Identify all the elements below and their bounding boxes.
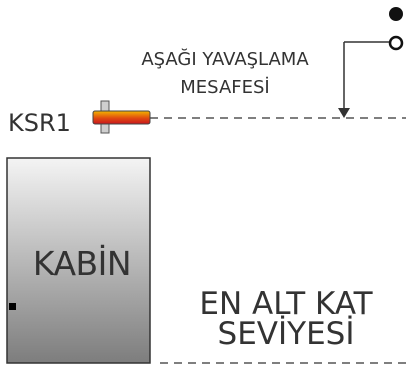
cabin-marker-icon [9, 303, 16, 310]
deceleration-label-line1: AŞAĞI YAVAŞLAMA [141, 49, 309, 70]
lowest-floor-label-line2: SEVİYESİ [217, 316, 355, 352]
lowest-floor-label-line1: EN ALT KAT [199, 286, 373, 322]
cabin-box [6, 157, 151, 364]
ksr1-label: KSR1 [8, 109, 71, 137]
deceleration-arrowhead [338, 108, 350, 118]
cabin-label: KABİN [32, 244, 132, 283]
hollow-dot-icon [388, 35, 404, 51]
ksr1-switch-icon [92, 100, 151, 134]
filled-dot-icon [389, 7, 403, 21]
deceleration-label-line2: MESAFESİ [180, 77, 270, 98]
